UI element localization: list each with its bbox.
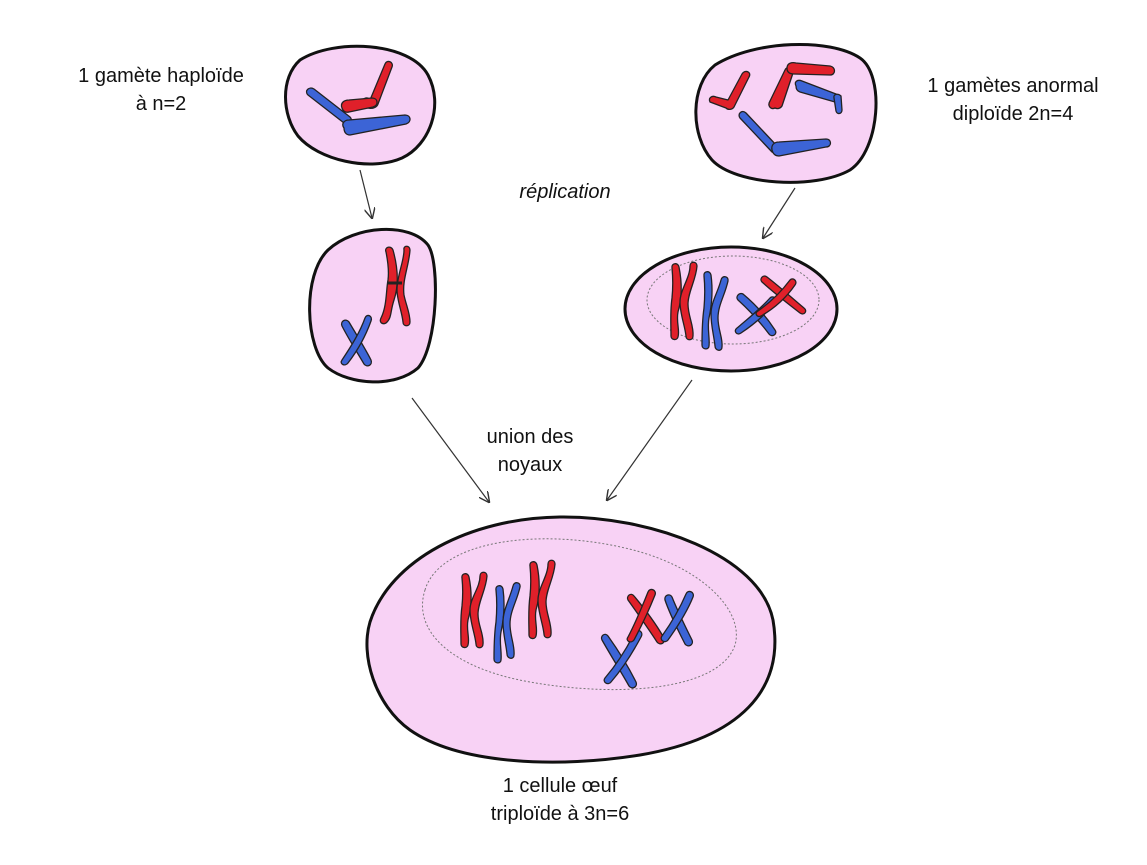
union-label-line1: union des	[486, 426, 574, 448]
red-replicated-chromosome	[528, 559, 556, 640]
egg-cell-nucleus	[422, 538, 737, 691]
red-chromosome	[340, 97, 378, 113]
red-chromosome	[708, 70, 751, 111]
red-replicated-chromosome	[670, 261, 698, 341]
blue-replicated-chromosome	[340, 314, 373, 367]
blue-replicated-chromosome	[701, 271, 729, 351]
egg-cell	[365, 515, 777, 764]
arrow-haploid-to-replicated	[359, 169, 372, 218]
replicated-diploid-cell	[623, 245, 839, 373]
diploid-gamete-label: 1 gamètes anormal diploïde 2n=4	[893, 72, 1133, 128]
egg-cell-membrane	[365, 515, 777, 764]
blue-replicated-chromosome	[493, 582, 521, 664]
union-label: union des noyaux	[455, 423, 605, 479]
egg-cell-label: 1 cellule œuf triploïde à 3n=6	[440, 772, 680, 828]
diploid-gamete-label-line1: 1 gamètes anormal	[927, 75, 1099, 97]
diploid-gamete-label-line2: diploïde 2n=4	[952, 103, 1074, 125]
blue-replicated-chromosome	[660, 590, 694, 647]
arrow-diploid-to-egg	[607, 379, 693, 500]
red-chromosome	[786, 62, 836, 76]
haploid-gamete-label-line1: 1 gamète haploïde	[78, 65, 244, 87]
blue-chromosome	[771, 138, 832, 157]
haploid-gamete-cell	[284, 44, 437, 166]
blue-chromosome	[833, 93, 843, 115]
blue-replicated-chromosome	[600, 629, 643, 689]
red-replicated-chromosome	[626, 588, 666, 645]
haploid-gamete-label-line2: à n=2	[135, 93, 187, 115]
arrow-haploid-to-egg	[411, 397, 489, 502]
red-replicated-chromosome	[460, 571, 488, 649]
replication-label: réplication	[519, 181, 611, 203]
egg-cell-label-line2: triploïde à 3n=6	[490, 803, 630, 825]
red-replicated-chromosome	[755, 275, 807, 318]
diploid-gamete-membrane	[694, 42, 878, 184]
blue-chromosome	[342, 114, 411, 136]
diploid-gamete-cell	[694, 42, 878, 184]
red-replicated-chromosome	[379, 245, 411, 327]
haploid-gamete-label: 1 gamète haploïde à n=2	[52, 62, 270, 118]
replicated-diploid-nucleus	[646, 255, 820, 345]
arrow-diploid-to-replicated	[763, 187, 796, 238]
replicated-haploid-membrane	[308, 228, 437, 384]
egg-cell-label-line1: 1 cellule œuf	[502, 775, 618, 797]
union-label-line2: noyaux	[497, 454, 563, 476]
replicated-haploid-cell	[308, 228, 437, 384]
